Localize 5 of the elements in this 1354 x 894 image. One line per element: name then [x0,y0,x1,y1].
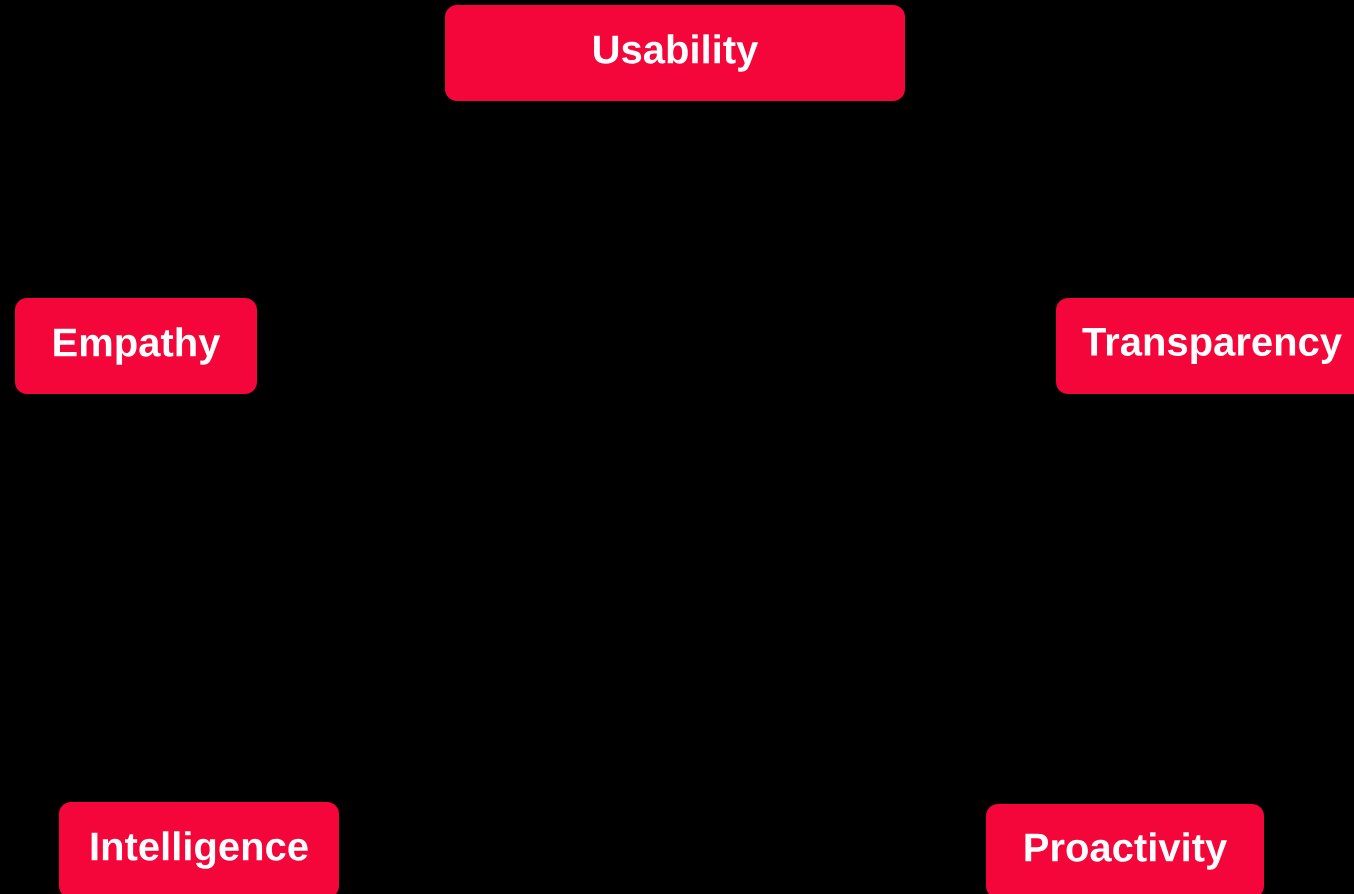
label-box: Proactivity [986,804,1264,894]
label-box: Intelligence [59,802,339,894]
label-box: Usability [445,5,905,101]
label-box: Transparency [1056,298,1354,394]
label-box: Empathy [15,298,257,394]
